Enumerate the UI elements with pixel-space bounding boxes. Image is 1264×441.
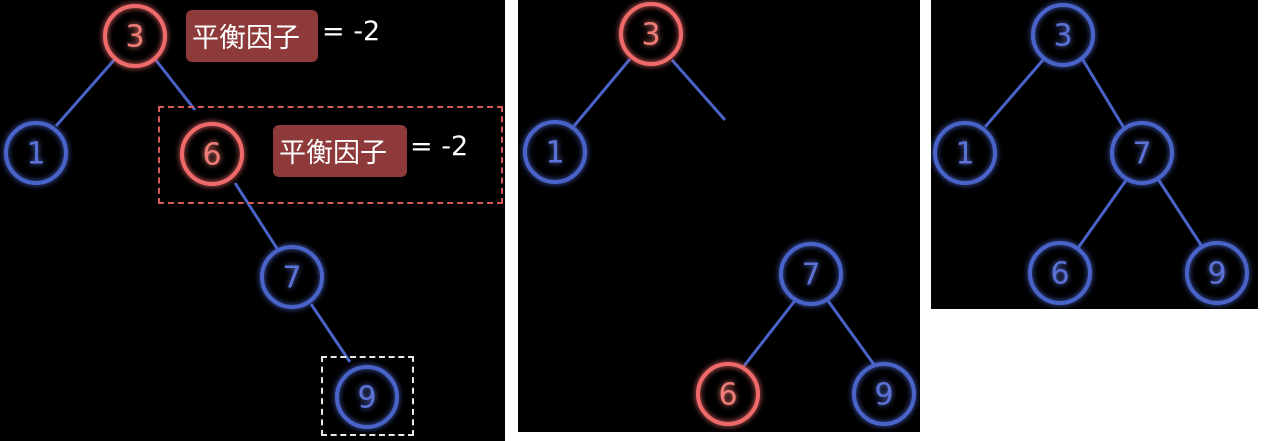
tree-node: 3: [619, 2, 683, 66]
node-label: 7: [801, 258, 820, 293]
tree-node: 1: [933, 121, 997, 185]
node-label: 6: [202, 138, 221, 173]
tree-node: 1: [523, 120, 587, 184]
node-label: 3: [641, 18, 660, 53]
node-label: 3: [1053, 19, 1072, 54]
edge-7-9: [1156, 178, 1205, 249]
tree-node: 7: [1110, 121, 1174, 185]
tree-node: 7: [260, 245, 324, 309]
tree-node: 3: [1031, 3, 1095, 67]
tree-node: 3: [103, 4, 167, 68]
balance-factor-text-six: 平衡因子: [279, 138, 387, 169]
node-label: 3: [125, 20, 144, 55]
tree-node: 9: [1185, 241, 1249, 305]
tree-node: 6: [1028, 241, 1092, 305]
edge-3-dangling: [670, 59, 727, 121]
node-label: 9: [1207, 257, 1226, 292]
tree-svg-rotation: 3 1 7 6 9: [523, 2, 916, 426]
tree-node: 9: [335, 365, 399, 429]
highlight-box-white: [321, 356, 414, 436]
tree-panel-unbalanced: 3 1 6 7 9 平衡因子 = -2 平衡因子 = -2: [0, 0, 505, 441]
edge-3-1: [54, 58, 117, 127]
node-label: 9: [357, 381, 376, 416]
tree-svg-unbalanced: 3 1 6 7 9: [4, 4, 399, 429]
tree-node: 6: [696, 362, 760, 426]
edge-7-9: [824, 297, 877, 367]
node-label: 6: [1050, 257, 1069, 292]
edge-6-7: [233, 182, 280, 251]
balance-factor-value-root: = -2: [322, 16, 381, 47]
tree-svg-balanced: 3 1 7 6 9: [933, 3, 1249, 305]
tree-node: 9: [852, 362, 916, 426]
edge-7-6: [742, 297, 799, 367]
balance-factor-label-root: [186, 10, 318, 62]
balance-factor-label-six: [273, 125, 407, 177]
node-label: 1: [26, 137, 45, 172]
edge-7-9: [309, 303, 352, 363]
tree-node: 7: [779, 242, 843, 306]
node-label: 6: [718, 378, 737, 413]
balance-factor-value-six: = -2: [410, 131, 469, 162]
tree-node: 1: [4, 121, 68, 185]
edge-3-6: [153, 58, 197, 111]
node-label: 1: [955, 137, 974, 172]
edge-7-6: [1076, 178, 1129, 249]
node-label: 9: [874, 378, 893, 413]
node-label: 7: [1132, 137, 1151, 172]
node-label: 7: [282, 261, 301, 296]
balance-factor-text-root: 平衡因子: [192, 23, 300, 54]
edge-3-1: [572, 58, 632, 127]
tree-panel-rotation: 3 1 7 6 9: [518, 0, 920, 432]
tree-node: 6: [180, 122, 244, 186]
highlight-box-red: [158, 106, 503, 204]
node-label: 1: [545, 136, 564, 171]
edge-3-7: [1081, 59, 1126, 129]
edge-3-1: [983, 59, 1045, 128]
tree-panel-balanced: 3 1 7 6 9: [931, 0, 1258, 309]
